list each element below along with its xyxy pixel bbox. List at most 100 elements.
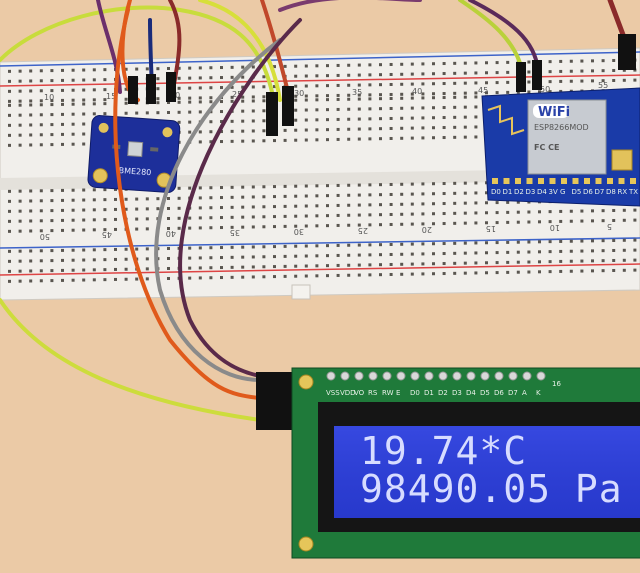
breadboard-hole (39, 199, 43, 203)
breadboard-hole (580, 209, 584, 213)
breadboard-hole (71, 98, 75, 102)
breadboard-hole (347, 137, 351, 141)
breadboard-hole (71, 218, 75, 222)
breadboard-hole (432, 92, 435, 96)
breadboard-hole (262, 245, 266, 249)
breadboard-hole (114, 207, 117, 211)
breadboard-hole (569, 249, 573, 253)
breadboard-hole (559, 59, 563, 63)
breadboard-hole (71, 122, 75, 126)
breadboard-hole (8, 269, 11, 273)
breadboard-hole (251, 215, 255, 219)
breadboard-hole (198, 96, 202, 100)
breadboard-hole (357, 273, 361, 277)
wifi-pin (515, 178, 521, 184)
breadboard-hole (516, 210, 520, 214)
breadboard-hole (92, 228, 96, 232)
breadboard-hole (559, 259, 563, 263)
breadboard-hole (463, 271, 467, 275)
breadboard-hole (580, 219, 584, 223)
breadboard-hole (326, 254, 329, 258)
breadboard-hole (135, 277, 139, 281)
lcd-header-pin (354, 371, 364, 381)
breadboard-hole (39, 113, 43, 117)
breadboard-hole (622, 238, 626, 242)
breadboard-hole (548, 90, 552, 94)
lcd-pin-label: D5 (480, 389, 490, 397)
breadboard-hole (167, 266, 170, 270)
breadboard-hole (400, 212, 404, 216)
breadboard-hole (432, 96, 435, 100)
breadboard-hole (82, 248, 86, 252)
jumper-wires (0, 0, 628, 422)
breadboard-hole (601, 59, 605, 63)
breadboard-hole (114, 197, 117, 201)
breadboard-hole (273, 65, 276, 69)
breadboard-hole (198, 110, 202, 114)
breadboard-hole (135, 197, 139, 201)
breadboard-hole (92, 208, 96, 212)
wifi-model-label: ESP8266MOD (534, 123, 589, 132)
breadboard-hole (8, 69, 11, 73)
breadboard-hole (633, 258, 637, 262)
breadboard-hole (198, 196, 202, 200)
breadboard-hole (135, 247, 139, 251)
breadboard-hole (29, 113, 33, 117)
breadboard-hole (220, 196, 223, 200)
breadboard-hole (591, 219, 594, 223)
breadboard-hole (156, 87, 160, 91)
lcd-header-pin (480, 371, 490, 381)
breadboard-hole (336, 73, 340, 77)
breadboard-hole (283, 204, 287, 208)
breadboard-hole (569, 79, 573, 83)
breadboard-hole (432, 126, 435, 130)
lcd-pin-label: K (536, 389, 541, 397)
breadboard-hole (379, 193, 382, 197)
breadboard-hole (241, 225, 245, 229)
breadboard-hole (198, 276, 202, 280)
breadboard-hole (198, 130, 202, 134)
breadboard-hole (400, 182, 404, 186)
wifi-cert-label: FC CE (534, 143, 559, 152)
breadboard-hole (198, 256, 202, 260)
breadboard-hole (347, 73, 351, 77)
breadboard-hole (442, 212, 446, 216)
breadboard-hole (304, 84, 308, 88)
breadboard-hole (230, 195, 234, 199)
breadboard-hole (29, 89, 33, 93)
breadboard-hole (379, 273, 382, 277)
breadboard-hole (347, 263, 351, 267)
breadboard-hole (18, 219, 22, 223)
breadboard-hole (569, 259, 573, 263)
breadboard-hole (410, 92, 414, 96)
breadboard-hole (485, 71, 488, 75)
breadboard-hole (304, 94, 308, 98)
breadboard-hole (18, 123, 22, 127)
lcd-pin-label: D3 (452, 389, 462, 397)
breadboard-hole (18, 143, 22, 147)
breadboard-hole (357, 63, 361, 67)
breadboard-hole (145, 267, 149, 271)
breadboard-hole (92, 102, 96, 106)
breadboard-hole (230, 225, 234, 229)
breadboard-hole (580, 269, 584, 273)
breadboard-hole (18, 69, 22, 73)
breadboard-hole (39, 143, 43, 147)
breadboard-hole (591, 209, 594, 213)
lcd-pin-label: D7 (508, 389, 518, 397)
breadboard-hole (273, 185, 276, 189)
lcd-header-pin (326, 371, 336, 381)
breadboard-hole (569, 219, 573, 223)
breadboard-hole (188, 186, 192, 190)
breadboard-hole (485, 91, 488, 95)
breadboard-hole (591, 59, 594, 63)
breadboard-hole (92, 188, 96, 192)
breadboard-hole (389, 222, 393, 226)
breadboard-hole (209, 140, 213, 144)
breadboard-hole (71, 208, 75, 212)
breadboard-hole (209, 226, 213, 230)
breadboard-hole (516, 90, 520, 94)
breadboard-hole (474, 91, 478, 95)
breadboard-hole (61, 132, 64, 136)
breadboard-hole (262, 129, 266, 133)
